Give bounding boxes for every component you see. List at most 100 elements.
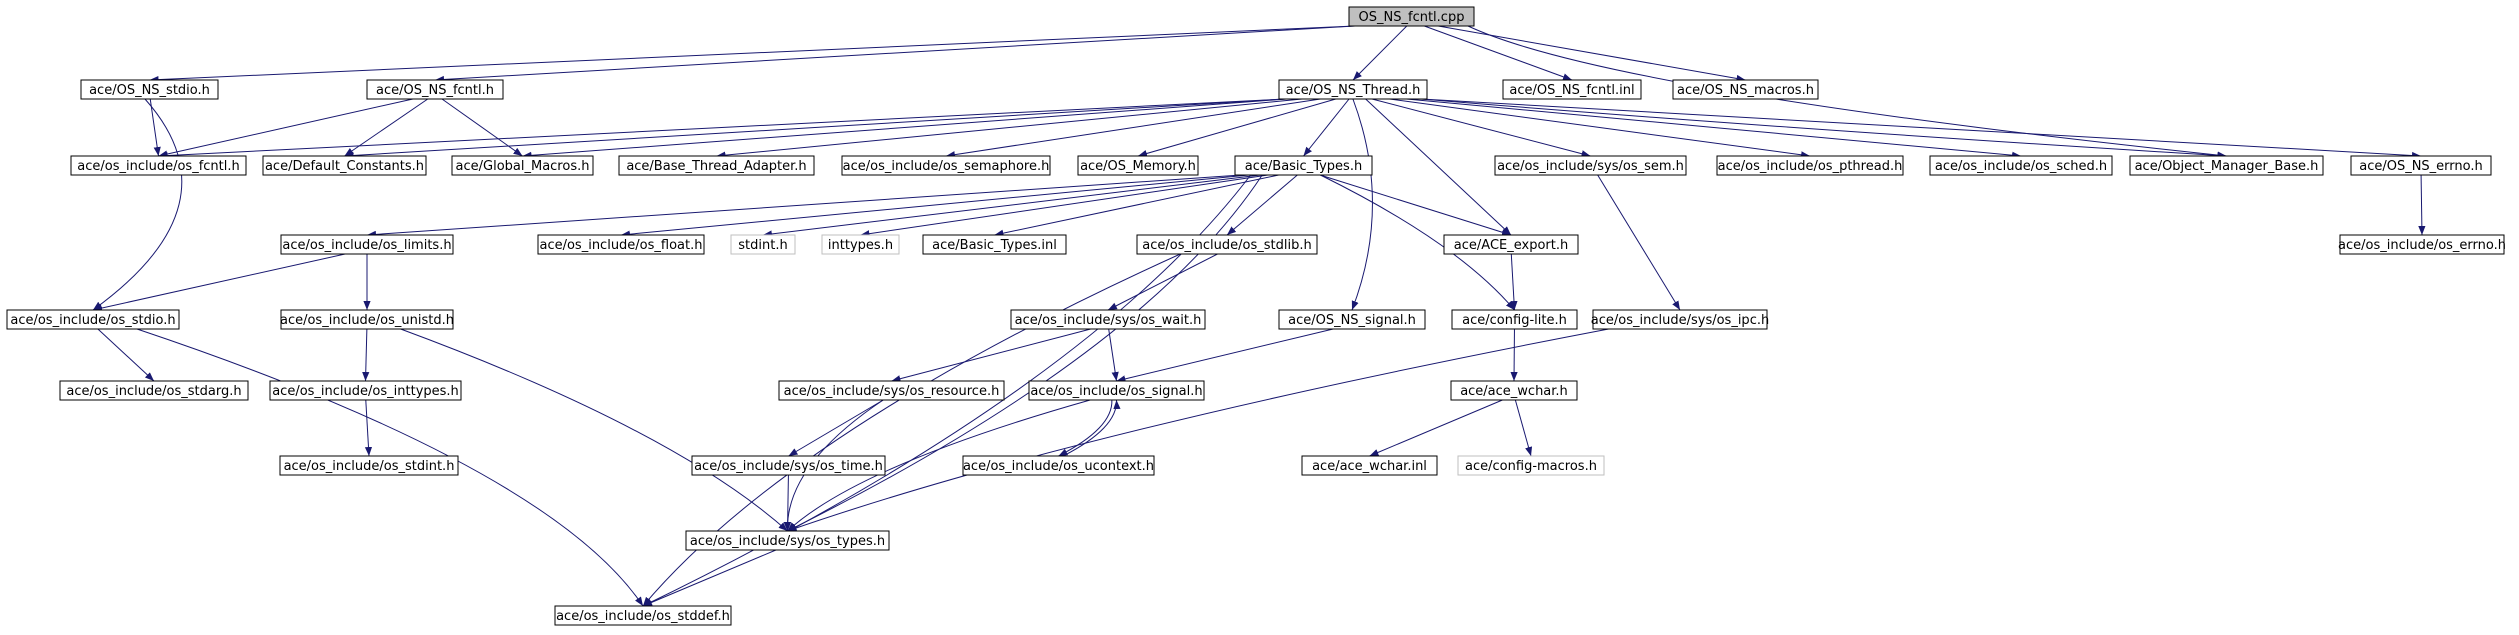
node-box xyxy=(1136,234,1318,255)
node-n26[interactable]: ace/os_include/os_stdio.h xyxy=(6,309,180,330)
edge-n0-n3 xyxy=(1352,25,1408,81)
edge-n13-n31 xyxy=(1597,174,1681,311)
node-label: ace/OS_Memory.h xyxy=(1080,159,1196,174)
node-label: ace/os_include/os_stdio.h xyxy=(10,313,175,328)
node-box xyxy=(1672,79,1819,100)
edge-n3-n6 xyxy=(158,98,1286,160)
node-box xyxy=(962,455,1155,476)
node-box xyxy=(1348,6,1475,27)
node-box xyxy=(1010,309,1206,330)
edge-n12-n21 xyxy=(860,174,1269,238)
node-n32[interactable]: ace/os_include/os_stdarg.h xyxy=(59,380,249,401)
node-n35[interactable]: ace/os_include/os_signal.h xyxy=(1028,380,1205,401)
node-n27[interactable]: ace/os_include/os_unistd.h xyxy=(280,309,454,330)
node-box xyxy=(1450,380,1578,401)
node-n13[interactable]: ace/os_include/sys/os_sem.h xyxy=(1494,155,1687,176)
node-label: ace/os_include/os_unistd.h xyxy=(280,313,454,328)
node-n28[interactable]: ace/os_include/sys/os_wait.h xyxy=(1010,309,1206,330)
node-n42[interactable]: ace/os_include/sys/os_types.h xyxy=(685,530,890,551)
edge-n35-n39 xyxy=(1058,399,1113,457)
node-n17[interactable]: ace/OS_NS_errno.h xyxy=(2350,155,2492,176)
edge-n3-n16 xyxy=(1420,98,2227,160)
node-box xyxy=(280,309,454,330)
node-label: ace/ace_wchar.inl xyxy=(1312,459,1427,474)
node-n22[interactable]: ace/Basic_Types.inl xyxy=(922,234,1067,255)
node-n39[interactable]: ace/os_include/os_ucontext.h xyxy=(962,455,1155,476)
node-label: OS_NS_fcntl.cpp xyxy=(1359,10,1465,25)
edge-n12-n19 xyxy=(620,174,1249,238)
node-n10[interactable]: ace/os_include/os_semaphore.h xyxy=(841,155,1051,176)
node-n41: ace/config-macros.h xyxy=(1457,455,1605,476)
node-n24[interactable]: ace/ACE_export.h xyxy=(1443,234,1579,255)
node-box xyxy=(279,455,459,476)
node-n18[interactable]: ace/os_include/os_limits.h xyxy=(280,234,454,255)
node-label: ace/OS_NS_fcntl.h xyxy=(376,83,494,98)
node-box xyxy=(280,234,454,255)
node-n8[interactable]: ace/Global_Macros.h xyxy=(451,155,594,176)
edge-n33-n37 xyxy=(364,399,373,457)
node-n38[interactable]: ace/os_include/sys/os_time.h xyxy=(691,455,886,476)
node-n23[interactable]: ace/os_include/os_stdlib.h xyxy=(1136,234,1318,255)
node-n25[interactable]: ace/os_include/os_errno.h xyxy=(2338,234,2506,255)
node-box xyxy=(1502,79,1642,100)
node-n30[interactable]: ace/config-lite.h xyxy=(1451,309,1578,330)
edge-n12-n42 xyxy=(787,174,1263,532)
node-box xyxy=(1592,309,1768,330)
edge-n26-n32 xyxy=(97,328,155,382)
node-box xyxy=(2339,234,2505,255)
node-n11[interactable]: ace/OS_Memory.h xyxy=(1077,155,1199,176)
node-label: ace/Basic_Types.h xyxy=(1245,159,1362,174)
node-n1[interactable]: ace/OS_NS_stdio.h xyxy=(80,79,219,100)
node-label: ace/os_include/os_stdarg.h xyxy=(66,384,241,399)
edge-n1-n6 xyxy=(149,98,161,157)
node-n6[interactable]: ace/os_include/os_fcntl.h xyxy=(70,155,247,176)
node-n3[interactable]: ace/OS_NS_Thread.h xyxy=(1278,79,1428,100)
node-n9[interactable]: ace/Base_Thread_Adapter.h xyxy=(618,155,815,176)
node-box xyxy=(1443,234,1579,255)
edge-n12-n20 xyxy=(762,174,1261,238)
node-n0[interactable]: OS_NS_fcntl.cpp xyxy=(1348,6,1475,27)
node-label: ace/os_include/os_ucontext.h xyxy=(963,459,1154,474)
node-label: ace/OS_NS_Thread.h xyxy=(1286,83,1421,98)
node-box xyxy=(262,155,427,176)
node-n36[interactable]: ace/ace_wchar.h xyxy=(1450,380,1578,401)
node-label: ace/os_include/os_limits.h xyxy=(282,238,451,253)
node-label: ace/OS_NS_signal.h xyxy=(1288,313,1416,328)
edge-n12-n22 xyxy=(994,174,1279,237)
node-n43[interactable]: ace/os_include/os_stddef.h xyxy=(554,605,732,626)
edge-n31-n42 xyxy=(787,328,1609,532)
node-n7[interactable]: ace/Default_Constants.h xyxy=(262,155,427,176)
node-n40[interactable]: ace/ace_wchar.inl xyxy=(1301,455,1438,476)
node-label: ace/ace_wchar.h xyxy=(1460,384,1568,399)
node-box xyxy=(1077,155,1199,176)
node-box xyxy=(618,155,815,176)
node-label: ace/OS_NS_macros.h xyxy=(1677,83,1814,98)
node-n29[interactable]: ace/OS_NS_signal.h xyxy=(1278,309,1426,330)
node-label: ace/OS_NS_fcntl.inl xyxy=(1509,83,1634,98)
edge-n3-n8 xyxy=(522,98,1287,159)
edge-n28-n34 xyxy=(891,328,1091,383)
edge-n12-n23 xyxy=(1226,174,1298,236)
node-label: ace/os_include/sys/os_resource.h xyxy=(784,384,1000,399)
edge-n1-n26 xyxy=(92,98,183,311)
node-n14[interactable]: ace/os_include/os_pthread.h xyxy=(1716,155,1904,176)
edge-n3-n10 xyxy=(945,98,1321,159)
node-n2[interactable]: ace/OS_NS_fcntl.h xyxy=(366,79,504,100)
node-n12[interactable]: ace/Basic_Types.h xyxy=(1234,155,1373,176)
node-n16[interactable]: ace/Object_Manager_Base.h xyxy=(2129,155,2324,176)
node-n15[interactable]: ace/os_include/os_sched.h xyxy=(1929,155,2113,176)
node-n34[interactable]: ace/os_include/sys/os_resource.h xyxy=(778,380,1005,401)
node-n33[interactable]: ace/os_include/os_inttypes.h xyxy=(269,380,462,401)
node-label: inttypes.h xyxy=(828,238,893,253)
node-n19[interactable]: ace/os_include/os_float.h xyxy=(537,234,705,255)
node-box xyxy=(821,234,900,255)
node-n37[interactable]: ace/os_include/os_stdint.h xyxy=(279,455,459,476)
node-n4[interactable]: ace/OS_NS_fcntl.inl xyxy=(1502,79,1642,100)
node-n31[interactable]: ace/os_include/sys/os_ipc.h xyxy=(1591,309,1769,330)
node-label: ace/os_include/os_sched.h xyxy=(1935,159,2107,174)
node-n5[interactable]: ace/OS_NS_macros.h xyxy=(1672,79,1819,100)
node-n20: stdint.h xyxy=(730,234,796,255)
edge-n36-n41 xyxy=(1514,399,1533,457)
edge-n23-n43 xyxy=(642,253,1181,607)
